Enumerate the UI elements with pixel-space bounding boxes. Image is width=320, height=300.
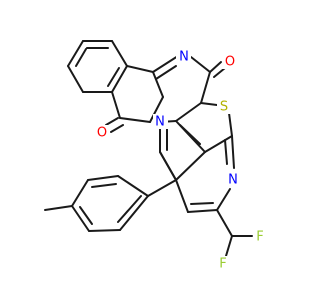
bond	[152, 71, 164, 98]
bond	[209, 61, 222, 73]
bond	[225, 235, 233, 257]
bond	[231, 135, 235, 169]
atom-label: S	[220, 100, 228, 115]
bond	[119, 117, 151, 123]
bond	[213, 67, 226, 78]
bond	[175, 102, 202, 122]
atom-labels: N N N O O S F F	[95, 49, 267, 272]
atom-label: F	[256, 230, 263, 245]
bond	[67, 40, 84, 67]
bond	[88, 229, 121, 232]
atom-f-right: F	[253, 229, 267, 245]
bond	[200, 71, 211, 104]
bond-double-inner	[107, 67, 120, 87]
bond	[216, 209, 233, 237]
bond	[216, 188, 231, 211]
bond	[159, 151, 177, 181]
bond	[175, 179, 189, 213]
bond	[44, 205, 73, 211]
atom-label: O	[225, 55, 235, 70]
bond	[204, 135, 233, 153]
atom-n-bridge: N	[153, 114, 168, 130]
atom-label: N	[179, 50, 189, 65]
bond	[187, 209, 218, 213]
bond-double-inner	[224, 139, 228, 165]
bond	[105, 117, 119, 126]
atom-o-isoindolone: O	[95, 125, 110, 141]
bond	[152, 55, 179, 73]
atom-label: F	[219, 257, 226, 272]
atom-n-pyridine: N	[226, 172, 241, 188]
bond-double-inner	[155, 65, 177, 80]
bond	[71, 205, 90, 232]
bond	[149, 96, 164, 123]
bond-double-inner	[179, 124, 201, 145]
bond	[175, 151, 206, 181]
bond	[67, 65, 84, 93]
bond-double-inner	[75, 48, 87, 67]
atom-label: O	[97, 126, 107, 141]
bond	[190, 56, 211, 73]
molecule-structure: N N N O O S F F	[44, 40, 267, 272]
atom-label: N	[155, 115, 165, 130]
bond	[119, 195, 149, 231]
atom-n-pyrimidine: N	[176, 49, 191, 65]
bond-double-inner	[79, 206, 93, 225]
atom-s-thiophene: S	[217, 99, 232, 115]
bond	[117, 175, 149, 197]
atom-label: N	[228, 173, 238, 188]
bond	[110, 124, 124, 133]
atom-f-bottom: F	[216, 256, 230, 272]
bond	[228, 112, 233, 137]
bond	[111, 65, 128, 93]
bond	[111, 40, 128, 67]
atom-o-pyrimidinone: O	[222, 54, 237, 70]
bond	[126, 65, 154, 73]
bond-double-inner	[117, 195, 142, 223]
bond-double-inner	[190, 202, 214, 205]
bond-layer	[44, 40, 253, 257]
bond	[87, 175, 119, 181]
bond	[71, 179, 89, 207]
bond	[200, 102, 218, 106]
bond-double-inner	[91, 183, 117, 188]
bond	[147, 179, 177, 197]
bond	[111, 91, 121, 119]
